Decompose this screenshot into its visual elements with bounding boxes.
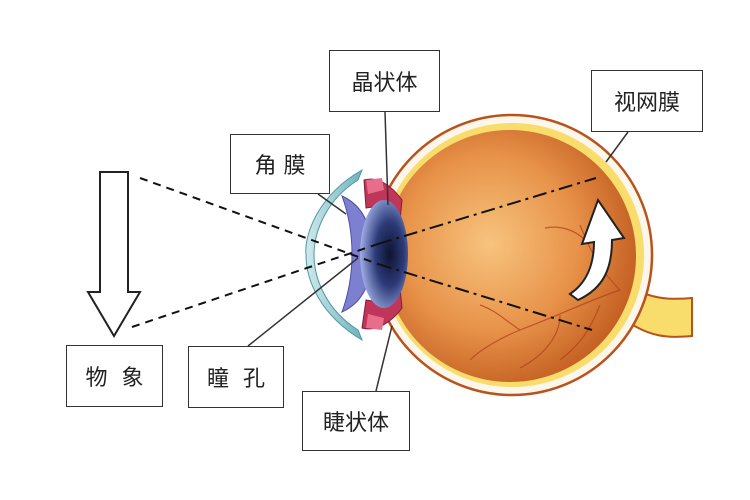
object-arrow	[86, 171, 142, 338]
label-lens: 晶状体	[329, 50, 440, 112]
leader-lines	[247, 111, 629, 392]
label-object-image: 物 象	[66, 345, 163, 407]
label-retina: 视网膜	[591, 70, 703, 132]
inverted-image-arrow	[568, 197, 626, 302]
light-rays	[131, 177, 597, 331]
cornea	[305, 168, 364, 342]
label-cornea: 角 膜	[230, 134, 330, 194]
eyeball-interior	[384, 130, 636, 382]
label-pupil: 瞳 孔	[188, 346, 284, 408]
lens	[360, 200, 408, 308]
label-ciliary-body: 睫状体	[302, 391, 410, 451]
